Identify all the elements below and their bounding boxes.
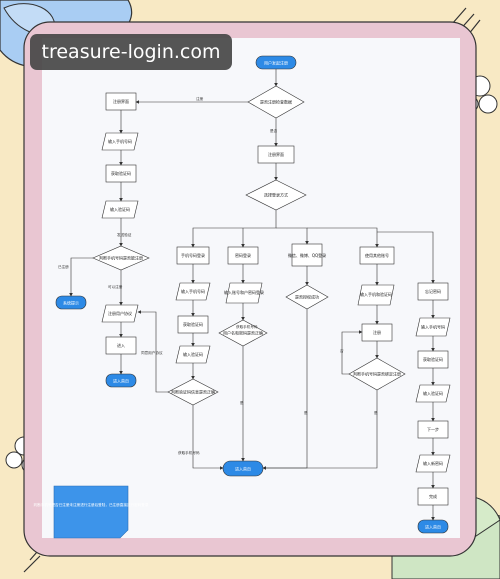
edge-other-loop [341, 330, 363, 375]
edge-verify-to-prompt [69, 257, 93, 297]
io-r-new-pwd [415, 454, 451, 473]
edge-label-cannot: 已注册 [58, 264, 69, 269]
node-get-code-label: 获取验证码 [111, 170, 131, 176]
io-r-input-code [415, 384, 451, 403]
node-enter-label: 进入 [117, 342, 125, 348]
edge-to-other [307, 227, 379, 248]
edge-label-ok2: 是 [304, 410, 308, 415]
io-r-input-code-label: 输入验证码 [423, 390, 443, 396]
io-input-phone [101, 132, 139, 151]
edge-label-fail: 获取手机号码 [236, 324, 258, 329]
node-r-next-label: 下一步 [427, 426, 439, 432]
node-password-login-label: 密码登录 [235, 252, 251, 258]
start-label: 用户发起注册 [264, 60, 288, 66]
edge-other-to-end [262, 390, 378, 470]
note-text: 判断手机号是否已注册未注册进行注册后登陆，已注册直接进行密码登录 [34, 502, 149, 507]
decision-pwd-match-label: 用户名和密码是否正确 [223, 330, 263, 336]
edge-choose-to-branches [191, 210, 277, 248]
terminal-prompt-left-label: 系统提示 [63, 300, 79, 306]
node-other-login-label: 使用其他账号 [365, 252, 389, 258]
edge-label-yes: 是否 [270, 128, 278, 133]
io-p-input-pwd-label: 输入账号和户密码登录 [224, 289, 264, 295]
edge-label-ok1: 是 [240, 400, 244, 405]
decision-auth-label: 是否授权成功 [295, 294, 319, 300]
io-r-input-phone-label: 输入手机号码 [421, 324, 445, 330]
io-user-agreement [101, 304, 139, 323]
node-r-title-label: 忘记密码 [425, 288, 441, 294]
edge-label-fail2: 获取手机号码 [178, 450, 200, 455]
io-o-input-label: 输入手机和验证码 [360, 291, 392, 297]
io-o-input [357, 284, 395, 306]
edge-to-forgot [377, 231, 435, 284]
io-r-new-pwd-label: 输入新密码 [423, 460, 443, 466]
edge-label-send: 发送验证 [117, 232, 132, 237]
edge-label-ok4: 否 [340, 349, 344, 353]
edge-label-no: 注册 [196, 96, 204, 101]
edge-label-ok3: 是 [374, 410, 378, 415]
io-input-code [101, 200, 139, 219]
io-input-code-label: 输入验证码 [110, 206, 130, 212]
node-r-done-label: 完成 [429, 493, 437, 499]
terminal-r-end-label: 进入首页 [425, 524, 441, 530]
io-m-input-code [175, 345, 211, 364]
io-input-phone-label: 输入手机号码 [108, 138, 132, 144]
node-r-get-code-label: 获取验证码 [423, 356, 443, 362]
node-phone-login-label: 手机号码登录 [181, 252, 205, 258]
node-thirdparty-login-label: 微信、微博、QQ登录 [288, 252, 326, 258]
note-card [53, 485, 129, 539]
node-login-page-label: 注册界面 [113, 98, 129, 104]
decision-phone-match-label: 判断验证码信息是否正确 [171, 389, 215, 395]
edge-phone-to-end [192, 405, 224, 470]
io-p-input-pwd [225, 282, 263, 304]
node-o-register-label: 注册 [373, 329, 381, 335]
io-r-input-phone [415, 317, 451, 337]
edge-phone-loop [137, 310, 168, 393]
node-register-page-label: 注册界面 [268, 151, 284, 157]
terminal-end-center-label: 进入首页 [235, 466, 251, 472]
edges [69, 69, 435, 521]
io-m-input-phone-label: 输入手机号码 [181, 288, 205, 294]
decision-registered-label: 是否注册检查数据 [260, 99, 292, 105]
decision-choose-method-label: 选择登录方式 [264, 192, 288, 198]
io-user-agreement-label: 注册用户协议 [108, 310, 132, 316]
io-m-input-code-label: 输入验证码 [183, 351, 203, 357]
decision-other-match-label: 判断手机号码是否绑定注册 [353, 371, 401, 377]
io-m-input-phone [175, 282, 211, 301]
decision-verify-left-label: 判断手机号码是否能注册 [99, 255, 143, 261]
terminal-done-left-label: 进入首页 [113, 378, 129, 384]
edge-label-can: 可以注册 [108, 284, 123, 289]
site-watermark-badge: treasure-login.com [30, 34, 232, 70]
edge-label-agree: 同意用户协议 [141, 350, 163, 355]
node-m-get-code-label: 获取验证码 [183, 321, 203, 327]
